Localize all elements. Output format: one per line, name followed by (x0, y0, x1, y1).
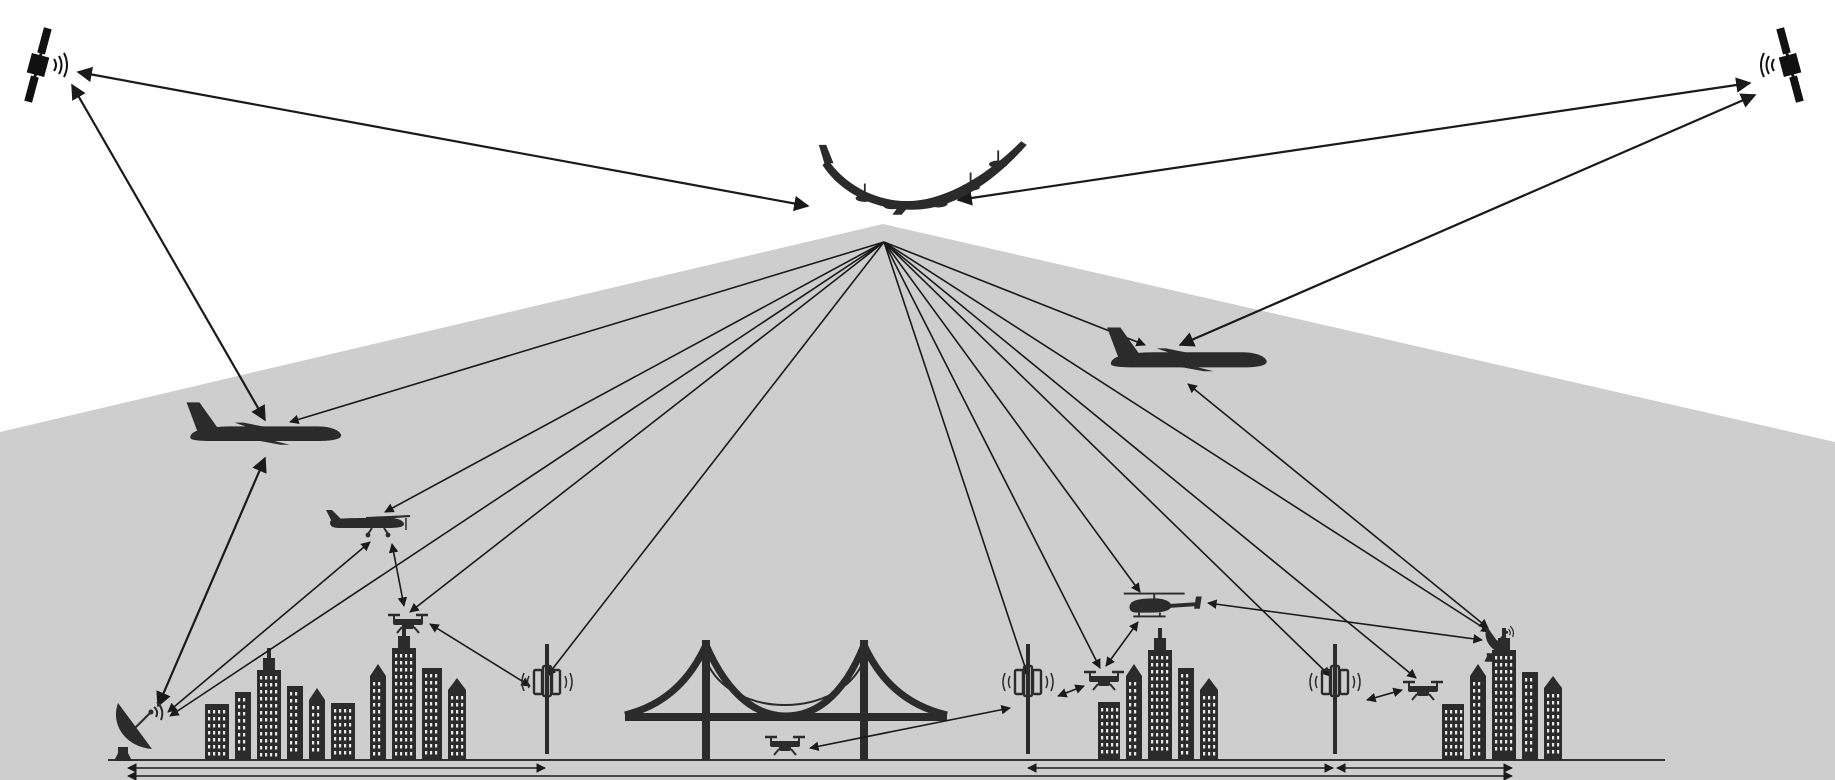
link-light-aircraft-to-drone-1 (388, 543, 408, 607)
link-haps-to-tower-1 (546, 241, 885, 677)
link-airliner-right-to-dish-right (1187, 383, 1489, 629)
link-drone-2-to-helicopter (1105, 621, 1139, 667)
sat-left-satellite-icon (22, 25, 69, 105)
link-tower-3-to-drone-4 (1366, 687, 1403, 703)
link-sat-right-to-haps (956, 77, 1752, 206)
link-tower-2-to-drone-2 (1057, 684, 1085, 698)
link-drone-1-to-tower-1 (429, 623, 531, 687)
link-light-aircraft-to-dish-left (167, 541, 371, 713)
link-sat-right-to-airliner-right (1178, 93, 1757, 347)
link-sat-left-to-airliner-left (71, 83, 266, 422)
link-haps-to-tower-2 (883, 241, 1030, 677)
link-haps-to-airliner-left (289, 241, 885, 425)
link-haps-to-drone-2 (883, 241, 1101, 669)
city-4-skyline (1442, 628, 1562, 760)
sat-right-satellite-icon (1759, 25, 1806, 105)
haps-solar-aircraft-icon (817, 140, 1028, 216)
terrestrial-links (127, 763, 1513, 780)
city-skylines (205, 626, 1562, 760)
link-haps-to-drone-1 (409, 241, 885, 613)
link-sat-left-to-haps (76, 66, 810, 212)
link-drone-3-to-tower-2 (809, 704, 1011, 752)
link-haps-to-light-aircraft (384, 241, 885, 513)
wireless-links (71, 66, 1757, 752)
city-3-skyline (1098, 628, 1218, 760)
link-haps-to-airliner-right (883, 241, 1146, 347)
city-2-skyline (370, 626, 466, 760)
link-haps-to-helicopter (883, 241, 1141, 593)
